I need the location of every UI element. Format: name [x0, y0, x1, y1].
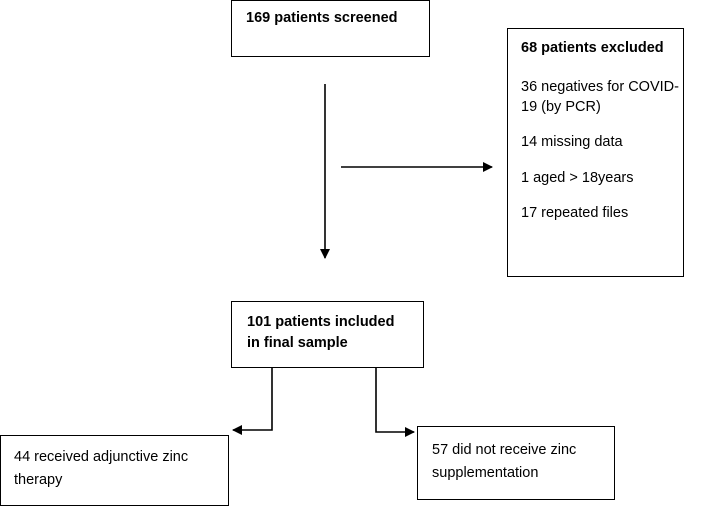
screened-box: 169 patients screened	[231, 0, 430, 57]
excluded-reason: 14 missing data	[521, 134, 623, 150]
excluded-reason: 1 aged > 18years	[521, 170, 634, 186]
no-zinc-group-box: 57 did not receive zinc supplementation	[417, 426, 615, 500]
arrow-to-zinc-group	[232, 368, 273, 435]
excluded-reason: 19 (by PCR)	[521, 99, 601, 115]
arrow-to-no-zinc-group	[375, 368, 415, 437]
no-zinc-group-label-line1: 57 did not receive zinc	[432, 442, 577, 458]
screened-label: 169 patients screened	[246, 10, 398, 26]
included-label-line1: 101 patients included	[247, 314, 395, 330]
included-box: 101 patients included in final sample	[231, 301, 424, 368]
excluded-reason: 17 repeated files	[521, 205, 629, 221]
zinc-group-label-line1: 44 received adjunctive zinc	[14, 449, 189, 465]
zinc-group-box: 44 received adjunctive zinc therapy	[0, 435, 229, 506]
excluded-reason: 36 negatives for COVID-	[521, 79, 679, 95]
excluded-title: 68 patients excluded	[521, 40, 664, 56]
excluded-box: 68 patients excluded 36 negatives for CO…	[507, 28, 684, 277]
no-zinc-group-label-line2: supplementation	[432, 465, 539, 481]
zinc-group-label-line2: therapy	[14, 472, 63, 488]
included-label-line2: in final sample	[247, 335, 348, 351]
